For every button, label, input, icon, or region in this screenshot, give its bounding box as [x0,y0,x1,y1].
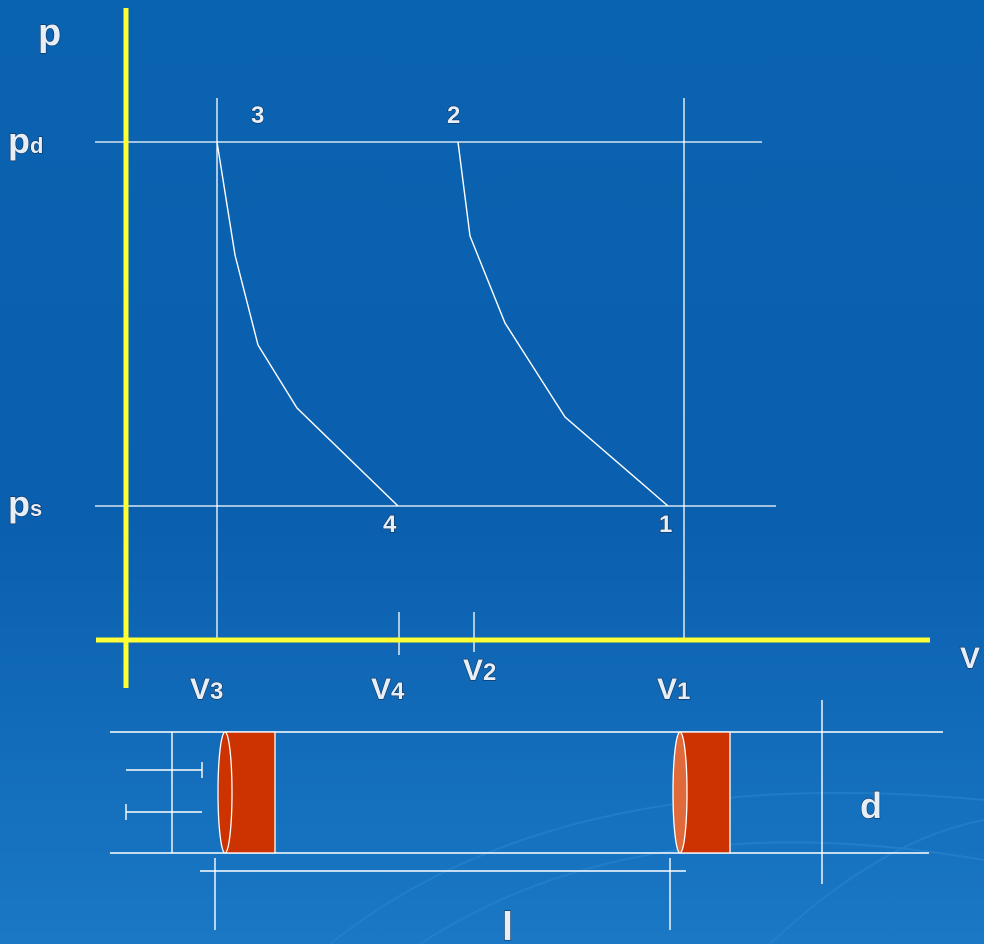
v3-label: V3 [190,673,223,706]
compression-curve-1-2 [457,141,669,507]
background-swirls [329,791,984,944]
point-1-label: 1 [659,511,672,538]
v2-label: V2 [463,654,496,687]
point-3-label: 3 [251,102,264,129]
point-2-label: 2 [447,102,460,129]
expansion-curve-3-4 [216,141,399,507]
pressure-lines [95,141,776,507]
volume-guides [216,98,685,655]
axes [96,8,930,688]
point-4-label: 4 [383,511,397,538]
pd-label: pd [8,120,43,161]
v4-label: V4 [371,673,405,706]
ps-label: ps [8,483,42,524]
v-axis-label: V [960,642,980,675]
length-label: l [502,905,513,944]
piston-right [672,731,731,854]
v1-label: V1 [657,673,690,706]
diameter-label: d [860,785,882,826]
cylinder-schematic: d l [110,700,943,944]
piston-left [217,731,276,854]
p-axis-label: p [38,12,61,54]
